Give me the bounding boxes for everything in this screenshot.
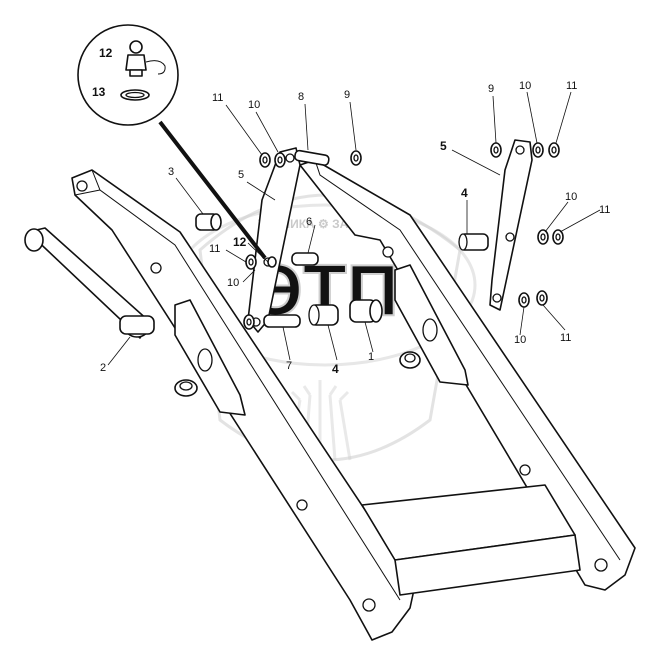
- leader-lines: [107, 91, 601, 366]
- callout-6: 6: [306, 216, 312, 228]
- callout-4-right: 4: [461, 186, 468, 200]
- callout-11-right-top: 11: [566, 80, 577, 92]
- callout-9-top: 9: [344, 89, 350, 101]
- callout-9-right: 9: [488, 83, 494, 95]
- callout-12-left: 12: [233, 235, 247, 249]
- part-7-pin: [263, 314, 301, 328]
- callout-2: 2: [100, 362, 106, 374]
- callout-labels: 12 13 11 10 8 9 9 10 11 5 4 3 5 6 10 11 …: [92, 46, 610, 376]
- washers: [243, 142, 564, 330]
- callout-12-inset: 12: [99, 46, 113, 60]
- inset-pointer: [158, 120, 267, 260]
- frame-cross-member: [361, 484, 581, 596]
- part-4-right-bushing: [458, 233, 489, 251]
- part-8-pin: [294, 149, 330, 166]
- callout-5-left: 5: [238, 169, 244, 181]
- inset-circle: [77, 24, 179, 126]
- part-3-bushing: [195, 213, 222, 231]
- part-5-right-lever: [489, 139, 533, 311]
- bracket-slot: [197, 348, 213, 372]
- callout-13-inset: 13: [92, 85, 106, 99]
- detail-inset: [77, 24, 267, 260]
- callout-10-right-bottom: 10: [514, 334, 526, 346]
- callout-10-right-top: 10: [519, 80, 531, 92]
- frame-hole: [382, 246, 394, 258]
- callout-11-right-mid: 11: [599, 204, 610, 216]
- callout-1: 1: [368, 351, 374, 363]
- callout-11-top: 11: [212, 92, 223, 104]
- frame-hole: [362, 598, 376, 612]
- part-2-rod: [24, 227, 155, 339]
- frame-hole: [296, 499, 308, 511]
- frame-hole: [150, 262, 162, 274]
- frame-right-arm: [299, 159, 636, 591]
- callout-11-left: 11: [209, 243, 220, 255]
- frame-hole: [594, 558, 608, 572]
- bracket-slot: [422, 318, 438, 342]
- callout-10-top: 10: [248, 99, 260, 111]
- callout-5-right: 5: [440, 139, 447, 153]
- callout-8: 8: [298, 91, 304, 103]
- frame-hole: [76, 180, 88, 192]
- callout-11-right-bottom: 11: [560, 332, 571, 344]
- grease-fitting-icon: [120, 40, 166, 101]
- callout-4-bottom: 4: [332, 362, 339, 376]
- callout-7: 7: [286, 360, 292, 372]
- part-4-bushing: [308, 304, 339, 326]
- part-6-pin: [291, 252, 319, 266]
- callout-10-right-mid: 10: [565, 191, 577, 203]
- callout-3: 3: [168, 166, 174, 178]
- callout-10-left: 10: [227, 277, 239, 289]
- part-1-bushing: [349, 299, 383, 323]
- frame-left-arm: [71, 169, 416, 641]
- frame-hole: [519, 464, 531, 476]
